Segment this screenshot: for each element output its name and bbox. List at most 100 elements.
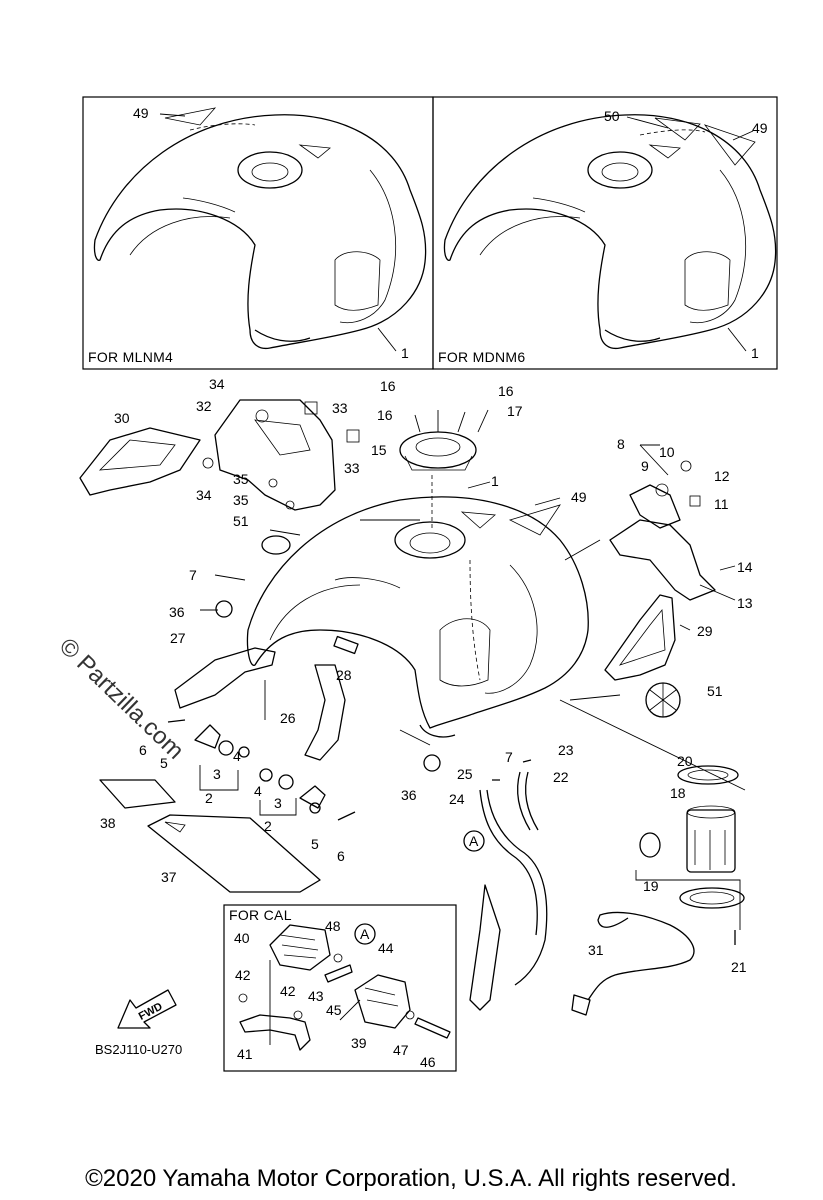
- diagram-code: BS2J110-U270: [95, 1042, 182, 1057]
- callout-2: 2: [205, 790, 213, 806]
- callout-38: 38: [100, 815, 116, 831]
- callout-22: 22: [553, 769, 569, 785]
- marker-a-ring: [354, 923, 376, 945]
- callout-41: 41: [237, 1046, 253, 1062]
- callout-36: 36: [169, 604, 185, 620]
- callout-46: 46: [420, 1054, 436, 1070]
- callout-27: 27: [170, 630, 186, 646]
- marker-a: A: [360, 926, 370, 942]
- left-brackets-illustration: [174, 600, 441, 772]
- callout-47: 47: [393, 1042, 409, 1058]
- callout-30: 30: [114, 410, 130, 426]
- callout-51: 51: [233, 513, 249, 529]
- right-bracket-illustration: [609, 444, 716, 601]
- fuel-tank-mdnm6-illustration: [443, 114, 777, 350]
- panel-mdnm6-frame: [432, 96, 778, 370]
- callout-26: 26: [280, 710, 296, 726]
- cal-subassembly: [223, 904, 457, 1072]
- grommet-51-illustration: [261, 535, 681, 718]
- callout-18: 18: [670, 785, 686, 801]
- callout-4: 4: [233, 748, 241, 764]
- callout-3: 3: [213, 766, 221, 782]
- callout-32: 32: [196, 398, 212, 414]
- marker-a-ring: [463, 830, 485, 852]
- callout-1: 1: [751, 345, 759, 361]
- callout-6: 6: [337, 848, 345, 864]
- fwd-arrow: FWD: [117, 989, 177, 1029]
- variant-caption-mlnm4: FOR MLNM4: [88, 349, 173, 365]
- partzilla-watermark: © Partzilla.com: [54, 633, 189, 765]
- callout-6: 6: [139, 742, 147, 758]
- callout-14: 14: [737, 559, 753, 575]
- fuel-tank-mlnm4-illustration: [93, 107, 427, 350]
- callout-labels: 49 1 50 49 1 34 32 33 33 30 34 35 35 51 …: [100, 105, 768, 1070]
- callout-3: 3: [274, 795, 282, 811]
- callout-34: 34: [196, 487, 212, 503]
- callout-5: 5: [311, 836, 319, 852]
- callout-7: 7: [189, 567, 197, 583]
- side-cover-29-illustration: [604, 594, 676, 681]
- callout-10: 10: [659, 444, 675, 460]
- callout-33: 33: [332, 400, 348, 416]
- callout-2: 2: [264, 818, 272, 834]
- callout-8: 8: [617, 436, 625, 452]
- cal-caption: FOR CAL: [229, 907, 292, 923]
- callout-5: 5: [160, 755, 168, 771]
- callout-12: 12: [714, 468, 730, 484]
- callout-1: 1: [401, 345, 409, 361]
- callout-28: 28: [336, 667, 352, 683]
- callout-37: 37: [161, 869, 177, 885]
- callout-13: 13: [737, 595, 753, 611]
- filler-cap-illustration: [399, 409, 489, 530]
- callout-16: 16: [498, 383, 514, 399]
- callout-42: 42: [280, 983, 296, 999]
- pads-illustration: [99, 779, 321, 893]
- rear-bracket-cover-illustration: [202, 399, 360, 511]
- fwd-label: FWD: [137, 1000, 165, 1022]
- callout-35: 35: [233, 492, 249, 508]
- callout-42: 42: [235, 967, 251, 983]
- callout-11: 11: [714, 496, 729, 512]
- main-fuel-tank-illustration: [246, 496, 589, 738]
- callout-16: 16: [377, 407, 393, 423]
- callout-40: 40: [234, 930, 250, 946]
- cal-frame: [223, 904, 457, 1072]
- callout-43: 43: [308, 988, 324, 1004]
- callout-25: 25: [457, 766, 473, 782]
- callout-44: 44: [378, 940, 394, 956]
- callout-39: 39: [351, 1035, 367, 1051]
- copyright-line: ©2020 Yamaha Motor Corporation, U.S.A. A…: [85, 1165, 737, 1192]
- callout-16: 16: [380, 378, 396, 394]
- callout-49: 49: [752, 120, 768, 136]
- callout-17: 17: [507, 403, 523, 419]
- callout-51: 51: [707, 683, 723, 699]
- callout-35: 35: [233, 471, 249, 487]
- callout-20: 20: [677, 753, 693, 769]
- callout-48: 48: [325, 918, 341, 934]
- callout-19: 19: [643, 878, 659, 894]
- callout-4: 4: [254, 783, 262, 799]
- fuel-pump-illustration: [571, 765, 745, 1016]
- callout-33: 33: [344, 460, 360, 476]
- callout-7: 7: [505, 749, 513, 765]
- callout-9: 9: [641, 458, 649, 474]
- callout-45: 45: [326, 1002, 342, 1018]
- side-cover-30-illustration: [79, 427, 201, 496]
- callout-21: 21: [731, 959, 747, 975]
- marker-a: A: [469, 833, 479, 849]
- variant-caption-mdnm6: FOR MDNM6: [438, 349, 525, 365]
- hoses-illustration: [469, 759, 548, 1011]
- callout-29: 29: [697, 623, 713, 639]
- callout-36: 36: [401, 787, 417, 803]
- assembly-lead-lines: [200, 481, 746, 791]
- callout-1: 1: [491, 473, 499, 489]
- callout-15: 15: [371, 442, 387, 458]
- callout-23: 23: [558, 742, 574, 758]
- callout-34: 34: [209, 376, 225, 392]
- dampers-and-collars-illustration: [167, 719, 356, 821]
- panel-mlnm4-frame: [82, 96, 434, 370]
- callout-49: 49: [133, 105, 149, 121]
- callout-49: 49: [571, 489, 587, 505]
- callout-24: 24: [449, 791, 465, 807]
